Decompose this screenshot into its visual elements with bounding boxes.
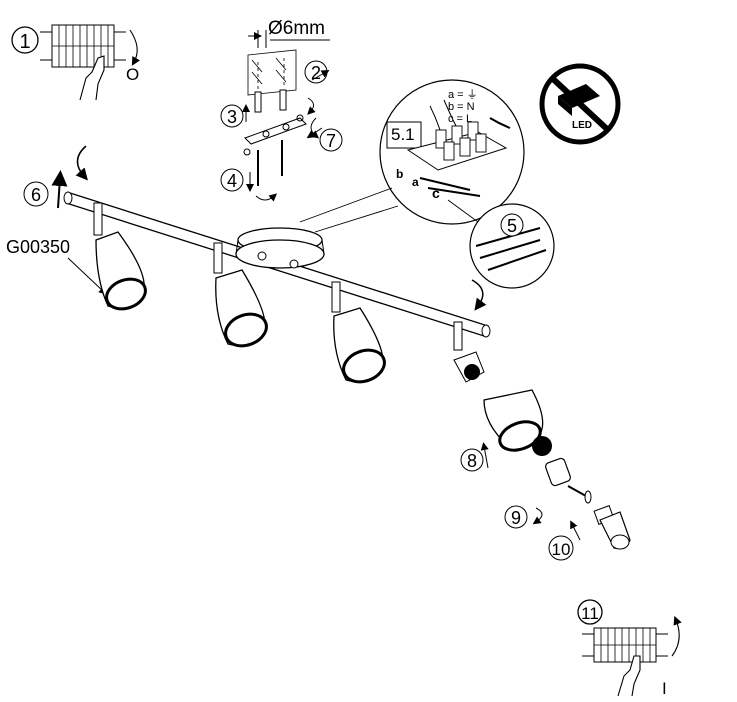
spot-head-3 [331,281,386,384]
hand-icon-2 [617,655,641,697]
ceiling-canopy [235,227,325,269]
step-11-number: 11 [581,604,599,623]
step-10-label: 10 [548,520,581,561]
gu10-bulb [593,505,631,550]
svg-text:3: 3 [227,107,237,127]
hand-icon [79,55,105,101]
no-led-text: LED [572,120,592,131]
spot-head-1 [93,202,147,311]
retaining-ring [532,436,552,456]
product-code: G00350 [6,237,70,257]
step-4-label: 4 [220,168,244,192]
step-1-number: 1 [19,31,30,53]
wire-letter-c: c [432,185,440,201]
step-8-label: 8 [460,442,489,472]
step-5-number: 5 [507,216,517,236]
step-5-1-number: 5.1 [391,125,415,144]
switch-on-symbol: I [662,679,667,698]
spot-head-4-open [453,321,485,383]
wire-letter-b: b [396,167,403,181]
legend-a: a = ⏚ [448,88,478,101]
step-11-breaker-on: 11 I [577,599,682,698]
wire-strip-detail: 5 [447,199,555,289]
switch-off-symbol: O [126,65,139,84]
spot-head-2 [213,242,268,348]
legend-c: c = L [448,113,472,125]
step-5-circle [500,213,524,237]
step-1-breaker-off: 1 O [11,24,141,101]
step-3-label: 3 [220,104,244,128]
svg-text:2: 2 [311,63,321,83]
ceiling-drill-detail: Ø6mm [242,18,330,202]
step-1-circle [11,26,39,54]
svg-text:7: 7 [326,131,336,151]
svg-text:9: 9 [511,508,521,528]
legend-b: b = N [448,101,475,113]
svg-text:10: 10 [552,540,571,559]
step-6-label: 6 [23,145,88,209]
step-2-label: 2 [304,60,328,84]
svg-text:4: 4 [227,171,237,191]
no-led-dimmer-badge: LED [539,63,621,145]
wire-letter-a: a [412,175,419,189]
terminal-detail: 5.1 a = ⏚ b = N c = L b a c [299,79,525,233]
dimmer-knob-icon [558,84,600,108]
step-9-label: 9 [504,505,543,529]
drill-diameter-label: Ø6mm [268,18,325,39]
bulb-socket [545,457,592,504]
svg-text:6: 6 [31,185,41,205]
detached-shade [483,389,544,452]
svg-text:8: 8 [467,451,477,471]
step-7-label: 7 [319,128,343,152]
rotate-arrow [471,279,487,311]
